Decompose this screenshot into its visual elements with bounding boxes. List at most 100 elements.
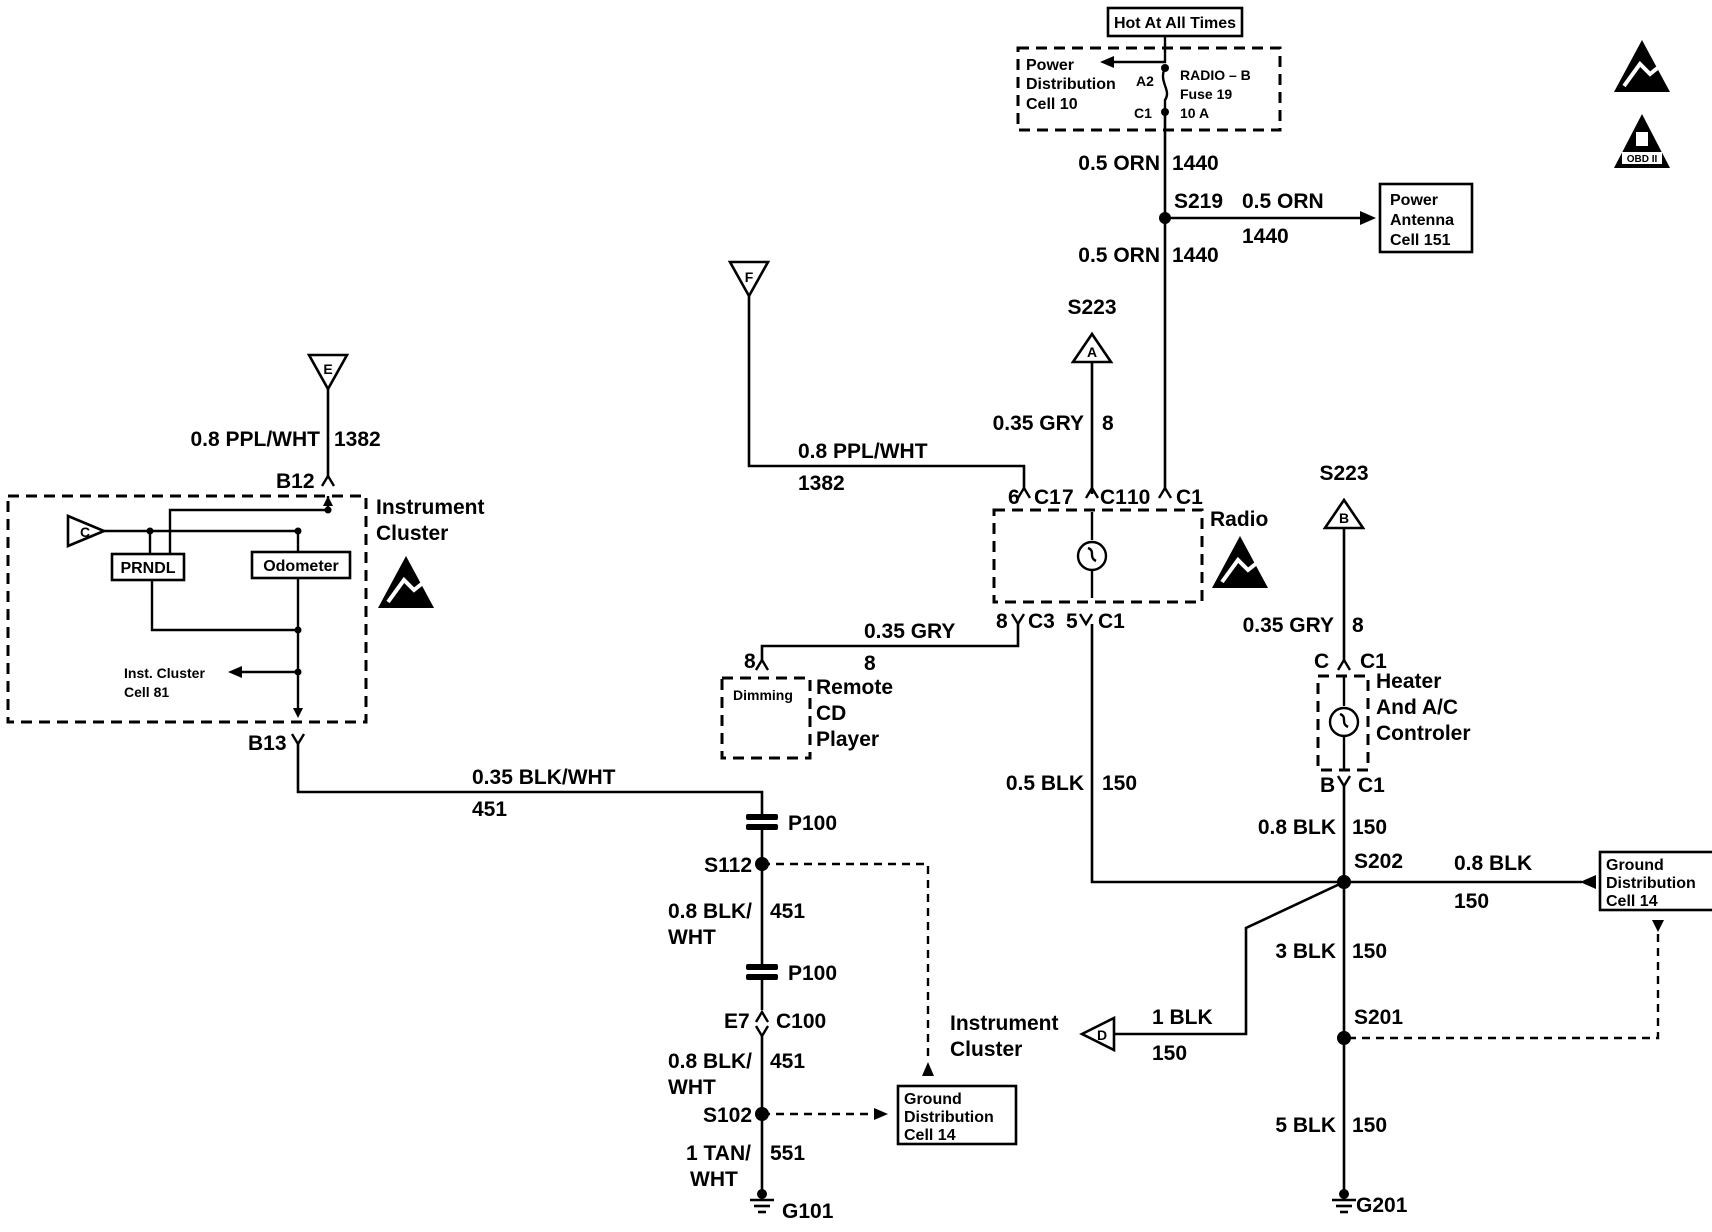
connector-icon: [754, 657, 770, 671]
esd-warning-icon: [378, 556, 434, 608]
arrow-left-icon: [1580, 875, 1596, 889]
pass-through-p100-icon: [746, 964, 778, 980]
connector-icon: [1157, 485, 1173, 499]
arrow-right-icon: [1360, 211, 1376, 225]
esd-warning-icon: [1212, 536, 1268, 588]
ic-ref-label-2: Cluster: [950, 1038, 1022, 1061]
conn-c1-b: C1: [1100, 486, 1127, 509]
conn-c1-d: C1: [1098, 610, 1125, 633]
s223-heater-label: S223: [1319, 462, 1368, 485]
f-wire-circuit: 1382: [798, 472, 845, 495]
arrow-a-label: A: [1087, 344, 1097, 360]
left-gauge3-l2: WHT: [668, 1076, 716, 1099]
gd-left-label-2: Distribution: [904, 1109, 994, 1126]
blk1-circuit: 150: [1152, 1042, 1187, 1065]
antenna-gauge: 0.5 ORN: [1242, 190, 1324, 213]
conn-c3: C3: [1028, 610, 1055, 633]
blk5-gauge: 5 BLK: [1275, 1114, 1336, 1137]
arrow-left-icon: [1100, 56, 1114, 68]
ground-g201: G201: [1356, 1194, 1408, 1217]
pin-6: 6: [1008, 486, 1020, 509]
arrow-right-icon: [874, 1108, 888, 1120]
connector-icon: [1084, 485, 1100, 499]
pd-label-2: Distribution: [1026, 76, 1116, 93]
left-circuit2: 451: [770, 900, 805, 923]
gd-left-label-1: Ground: [904, 1091, 962, 1108]
heater-out-gauge: 0.8 BLK: [1258, 816, 1336, 839]
left-circuit4: 551: [770, 1142, 805, 1165]
heater-out-circuit: 150: [1352, 816, 1387, 839]
radio-gnd-circuit: 150: [1102, 772, 1137, 795]
ic-ref-label-1: Instrument: [950, 1012, 1059, 1035]
radio-gry-circuit: 8: [1102, 412, 1114, 435]
remote-cd-player: Dimming Remote CD Player: [720, 676, 893, 760]
heater-label-3: Controler: [1376, 722, 1471, 745]
gd-right-label-3: Cell 14: [1606, 893, 1658, 910]
radio-top-connectors: 6 C1 7 C1 10 C1: [1008, 485, 1203, 509]
power-antenna-branch: 0.5 ORN 1440 Power Antenna Cell 151: [1165, 182, 1474, 254]
obd-ii-text: OBD II: [1627, 154, 1658, 165]
fuse-feed-wire: [1112, 36, 1167, 64]
pin-8: 8: [996, 610, 1008, 633]
esd-warning-icon: [1614, 40, 1670, 92]
radio-label: Radio: [1210, 508, 1268, 531]
power-antenna-label-2: Antenna: [1390, 212, 1454, 229]
fuse-label-3: 10 A: [1180, 105, 1209, 121]
connector-icon: [1336, 657, 1352, 671]
gd-right-label-2: Distribution: [1606, 875, 1696, 892]
left-circuit3: 451: [770, 1050, 805, 1073]
conn-c1-c: C1: [1176, 486, 1203, 509]
splice-s202: S202: [1354, 850, 1403, 873]
pd-label-1: Power: [1026, 57, 1074, 74]
left-gauge3-l1: 0.8 BLK/: [668, 1050, 752, 1073]
heater-conn-c1: C1: [1360, 650, 1387, 673]
radio-gry-gauge: 0.35 GRY: [993, 412, 1084, 435]
connector-icon: [754, 1009, 770, 1023]
heater-label-1: Heater: [1376, 670, 1441, 693]
fuse-label-2: Fuse 19: [1180, 86, 1232, 102]
radio-gnd-gauge: 0.5 BLK: [1006, 772, 1084, 795]
connector-icon: [754, 1025, 770, 1039]
p100-b-label: P100: [788, 962, 837, 985]
cluster-in-gauge: 0.8 PPL/WHT: [190, 428, 320, 451]
cluster-label-1: Instrument: [376, 496, 485, 519]
blk3-circuit: 150: [1352, 940, 1387, 963]
radio-module: Radio: [992, 508, 1268, 604]
connector-icon: [1078, 613, 1094, 627]
cluster-output: B13 0.35 BLK/WHT 451: [248, 732, 764, 821]
cluster-label-2: Cluster: [376, 522, 448, 545]
remote-cd-pin: 8: [744, 650, 756, 673]
connector-icon: [1016, 485, 1032, 499]
fuse-symbol: [1161, 67, 1169, 112]
power-antenna-label-3: Cell 151: [1390, 232, 1451, 249]
arrow-d-label: D: [1097, 1027, 1107, 1043]
feed-gauge-2: 0.5 ORN: [1078, 244, 1160, 267]
connector-icon: [1010, 613, 1026, 627]
remote-cd-label-2: CD: [816, 702, 846, 725]
heater-circuit: 8: [1352, 614, 1364, 637]
radio-s223-a: S223 A 0.35 GRY 8: [993, 296, 1117, 494]
arrow-up-icon: [323, 496, 333, 506]
heater-pin-c: C: [1314, 650, 1329, 673]
remote-cd-label-3: Player: [816, 728, 879, 751]
gd-right-circuit: 150: [1454, 890, 1489, 913]
pd-label-3: Cell 10: [1026, 96, 1078, 113]
dimming-label: Dimming: [733, 687, 793, 703]
remote-cd-gauge: 0.35 GRY: [864, 620, 955, 643]
heater-gauge: 0.35 GRY: [1243, 614, 1334, 637]
left-gauge4-l2: WHT: [690, 1168, 738, 1191]
hot-label: Hot At All Times: [1114, 15, 1236, 32]
power-distribution-fuse-block: Power Distribution Cell 10 A2 C1 RADIO –…: [1016, 36, 1282, 132]
left-ground-network: P100 S112 0.8 BLK/ WHT 451 P100 E7 C100 …: [668, 812, 1018, 1223]
left-gnd-circuit-1: 451: [472, 798, 507, 821]
left-gauge2-l2: WHT: [668, 926, 716, 949]
feed-gauge-1: 0.5 ORN: [1078, 152, 1160, 175]
heater-label-2: And A/C: [1376, 696, 1458, 719]
remote-cd-circuit: 8: [864, 652, 876, 675]
left-gnd-gauge-1: 0.35 BLK/WHT: [472, 766, 616, 789]
pin-b12: B12: [276, 470, 315, 493]
arrow-left-icon: [228, 666, 242, 678]
s223-top-label: S223: [1067, 296, 1116, 319]
main-feed-wire: 0.5 ORN 1440 S219 0.5 ORN 1440: [1078, 112, 1223, 490]
splice-s219: S219: [1174, 190, 1223, 213]
